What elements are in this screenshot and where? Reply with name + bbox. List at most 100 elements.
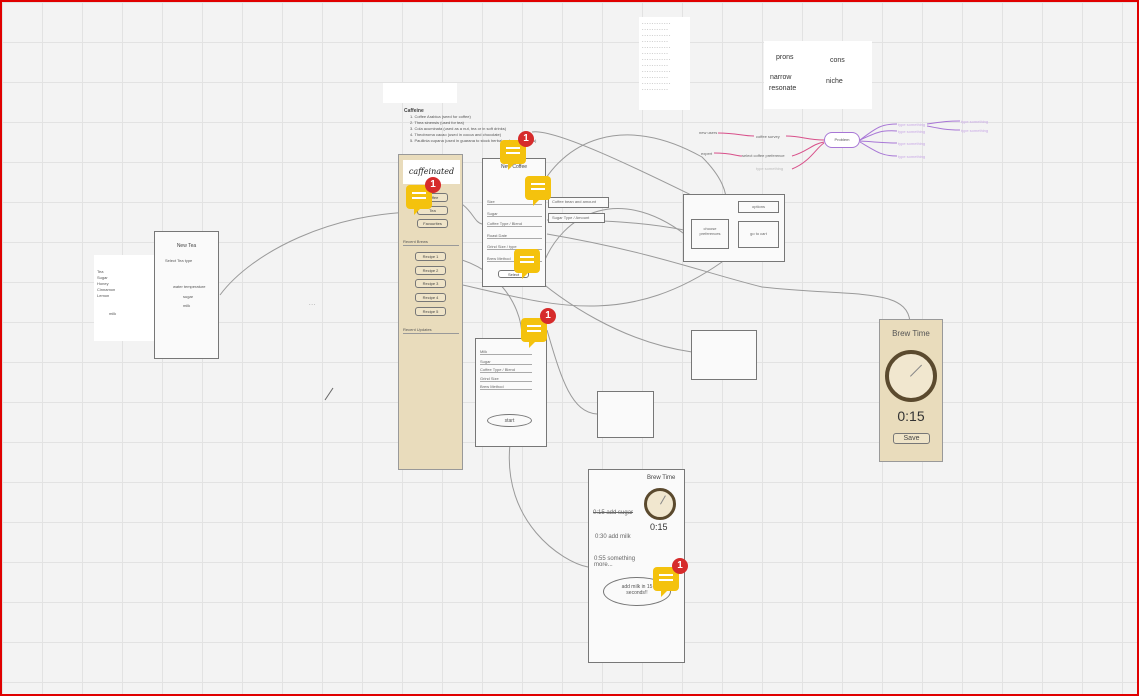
app-logo: caffeinated xyxy=(408,167,455,176)
mindmap-node[interactable]: type something xyxy=(898,122,926,127)
timer-dial xyxy=(644,488,676,520)
left-note-footer: milk xyxy=(109,311,117,316)
size-field[interactable]: Size xyxy=(487,199,542,205)
comment-count-badge: 1 xyxy=(672,558,688,574)
left-note-line: Tea xyxy=(97,269,104,274)
recent-recipe-button[interactable]: Recipe 2 xyxy=(415,266,446,275)
decision-frame[interactable]: choose preferences go to cart options xyxy=(683,194,785,262)
mindmap-node[interactable]: type something xyxy=(898,141,926,146)
cons-item: niche xyxy=(826,78,843,85)
connector-line xyxy=(219,211,421,296)
caffeine-list-item: 5. Paullinia cupana (used in guarana to … xyxy=(410,138,537,143)
go-to-cart-box[interactable]: go to cart xyxy=(738,221,779,248)
mindmap-node[interactable]: new users xyxy=(699,130,718,135)
blend-field[interactable]: Coffee Type / Blend xyxy=(487,221,542,227)
top-note-line: - - - - - - - - - - - - xyxy=(642,80,671,85)
top-note-line: - - - - - - - - - - - - xyxy=(642,44,671,49)
comment-count-badge: 1 xyxy=(540,308,556,324)
new-tea-title: New Tea xyxy=(176,243,197,249)
brew-steps-title: Brew Time xyxy=(647,475,676,481)
brew-method-field[interactable]: Brew Method xyxy=(480,384,532,390)
sugar-field[interactable]: Sugar xyxy=(487,211,542,217)
favourites-button[interactable]: Favourites xyxy=(417,219,448,228)
top-note-line: - - - - - - - - - - - xyxy=(642,62,668,67)
canvas-label: - - - xyxy=(309,301,316,306)
connector-line xyxy=(541,208,693,268)
left-note[interactable]: Tea Sugar Honey Cinnamon Lemon milk xyxy=(94,255,154,341)
mindmap-node[interactable]: type something xyxy=(898,154,926,159)
top-note-line: - - - - - - - - - - - - xyxy=(642,56,671,61)
caffeine-list[interactable]: Caffeine 1. Coffee Arabica (seed for cof… xyxy=(404,108,554,144)
connector-line xyxy=(546,233,911,323)
mindmap-node[interactable]: type something xyxy=(756,166,784,171)
mindmap-node[interactable]: type something xyxy=(961,119,989,124)
brew-steps-frame[interactable]: Brew Time 0:15 0:15 add sugar 0:30 add m… xyxy=(588,469,685,663)
brew-time-frame[interactable]: Brew Time 0:15 Save xyxy=(879,319,943,462)
start-button[interactable]: start xyxy=(487,414,532,427)
comment-count-badge: 1 xyxy=(425,177,441,193)
brew-form-frame[interactable]: Milk Sugar Coffee Type / Blend Grind Siz… xyxy=(475,338,547,447)
recent-recipe-button[interactable]: Recipe 4 xyxy=(415,293,446,302)
pros-cons-note[interactable]: prons cons narrow resonate niche xyxy=(764,41,872,109)
top-note[interactable]: - - - - - - - - - - - - - - - - - - - - … xyxy=(639,17,690,110)
mindmap-center-label: Problem xyxy=(834,137,850,142)
connector-line xyxy=(537,134,728,208)
cons-header: cons xyxy=(830,57,845,64)
comment-icon[interactable] xyxy=(525,176,551,206)
timer-hand xyxy=(660,495,666,505)
timer-value: 0:15 xyxy=(897,408,925,424)
recent-recipe-button[interactable]: Recipe 5 xyxy=(415,307,446,316)
mindmap-node[interactable]: type something xyxy=(961,128,989,133)
top-note-line: - - - - - - - - - - - xyxy=(642,38,668,43)
new-tea-row[interactable]: water temperature xyxy=(173,284,206,289)
recent-recipe-button[interactable]: Recipe 1 xyxy=(415,252,446,261)
empty-frame[interactable] xyxy=(597,391,654,438)
mindmap-node[interactable]: select coffee preference xyxy=(742,153,785,158)
step-item: 0:55 something more... xyxy=(594,556,636,568)
blend-field[interactable]: Coffee Type / Blend xyxy=(480,367,532,373)
left-note-line: Sugar xyxy=(97,275,108,280)
divider xyxy=(403,245,459,246)
brew-time-title: Brew Time xyxy=(892,329,930,338)
left-note-line: Honey xyxy=(97,281,109,286)
comment-count-badge: 1 xyxy=(518,131,534,147)
choose-preferences-box[interactable]: choose preferences xyxy=(691,219,729,249)
sugar-field[interactable]: Sugar xyxy=(480,359,532,365)
top-note-line: - - - - - - - - - - - xyxy=(642,26,668,31)
coffee-bean-box[interactable]: Coffee bean and amount xyxy=(548,197,609,208)
step-item: 0:15 add sugar xyxy=(593,510,634,516)
new-tea-frame[interactable]: New Tea Select Tea type water temperatur… xyxy=(154,231,219,359)
left-note-line: Lemon xyxy=(97,293,110,298)
comment-icon[interactable] xyxy=(514,249,540,279)
roast-date-field[interactable]: Roast Date xyxy=(487,233,542,239)
caffeine-list-item: 2. Thea sinensis (used for tea) xyxy=(410,120,464,125)
connector-line xyxy=(508,443,589,568)
select-dropdown[interactable]: Select xyxy=(498,270,529,278)
empty-frame[interactable] xyxy=(691,330,757,380)
mindmap-center-node[interactable]: Problem xyxy=(824,132,860,148)
recent-brews-label: Recent Brews xyxy=(403,239,428,244)
grind-field[interactable]: Grind Size xyxy=(480,376,532,382)
caffeine-list-item: 3. Cola acuminata (used as a nut, tea or… xyxy=(410,126,507,131)
timer-value: 0:15 xyxy=(650,522,668,532)
connector-line xyxy=(457,261,723,307)
top-note-line: - - - - - - - - - - - xyxy=(642,86,668,91)
mindmap-node[interactable]: coffee survey xyxy=(756,134,780,139)
new-coffee-title: New Coffee xyxy=(483,164,545,170)
pros-header: prons xyxy=(776,54,794,61)
header-note[interactable] xyxy=(383,83,457,103)
top-note-line: - - - - - - - - - - - - xyxy=(642,20,671,25)
mindmap-node[interactable]: type something xyxy=(898,129,926,134)
milk-field[interactable]: Milk xyxy=(480,349,532,355)
new-tea-row[interactable]: sugar xyxy=(183,294,194,299)
new-tea-row[interactable]: milk xyxy=(183,303,191,308)
save-button[interactable]: Save xyxy=(893,433,930,444)
sugar-type-box[interactable]: Sugar Type / Amount xyxy=(548,213,605,223)
top-note-line: - - - - - - - - - - - - xyxy=(642,32,671,37)
new-tea-subtitle: Select Tea type xyxy=(165,258,193,263)
mindmap-node[interactable]: expert xyxy=(701,151,713,156)
pros-item: narrow xyxy=(770,74,792,81)
options-box[interactable]: options xyxy=(738,201,779,213)
recent-recipe-button[interactable]: Recipe 3 xyxy=(415,279,446,288)
